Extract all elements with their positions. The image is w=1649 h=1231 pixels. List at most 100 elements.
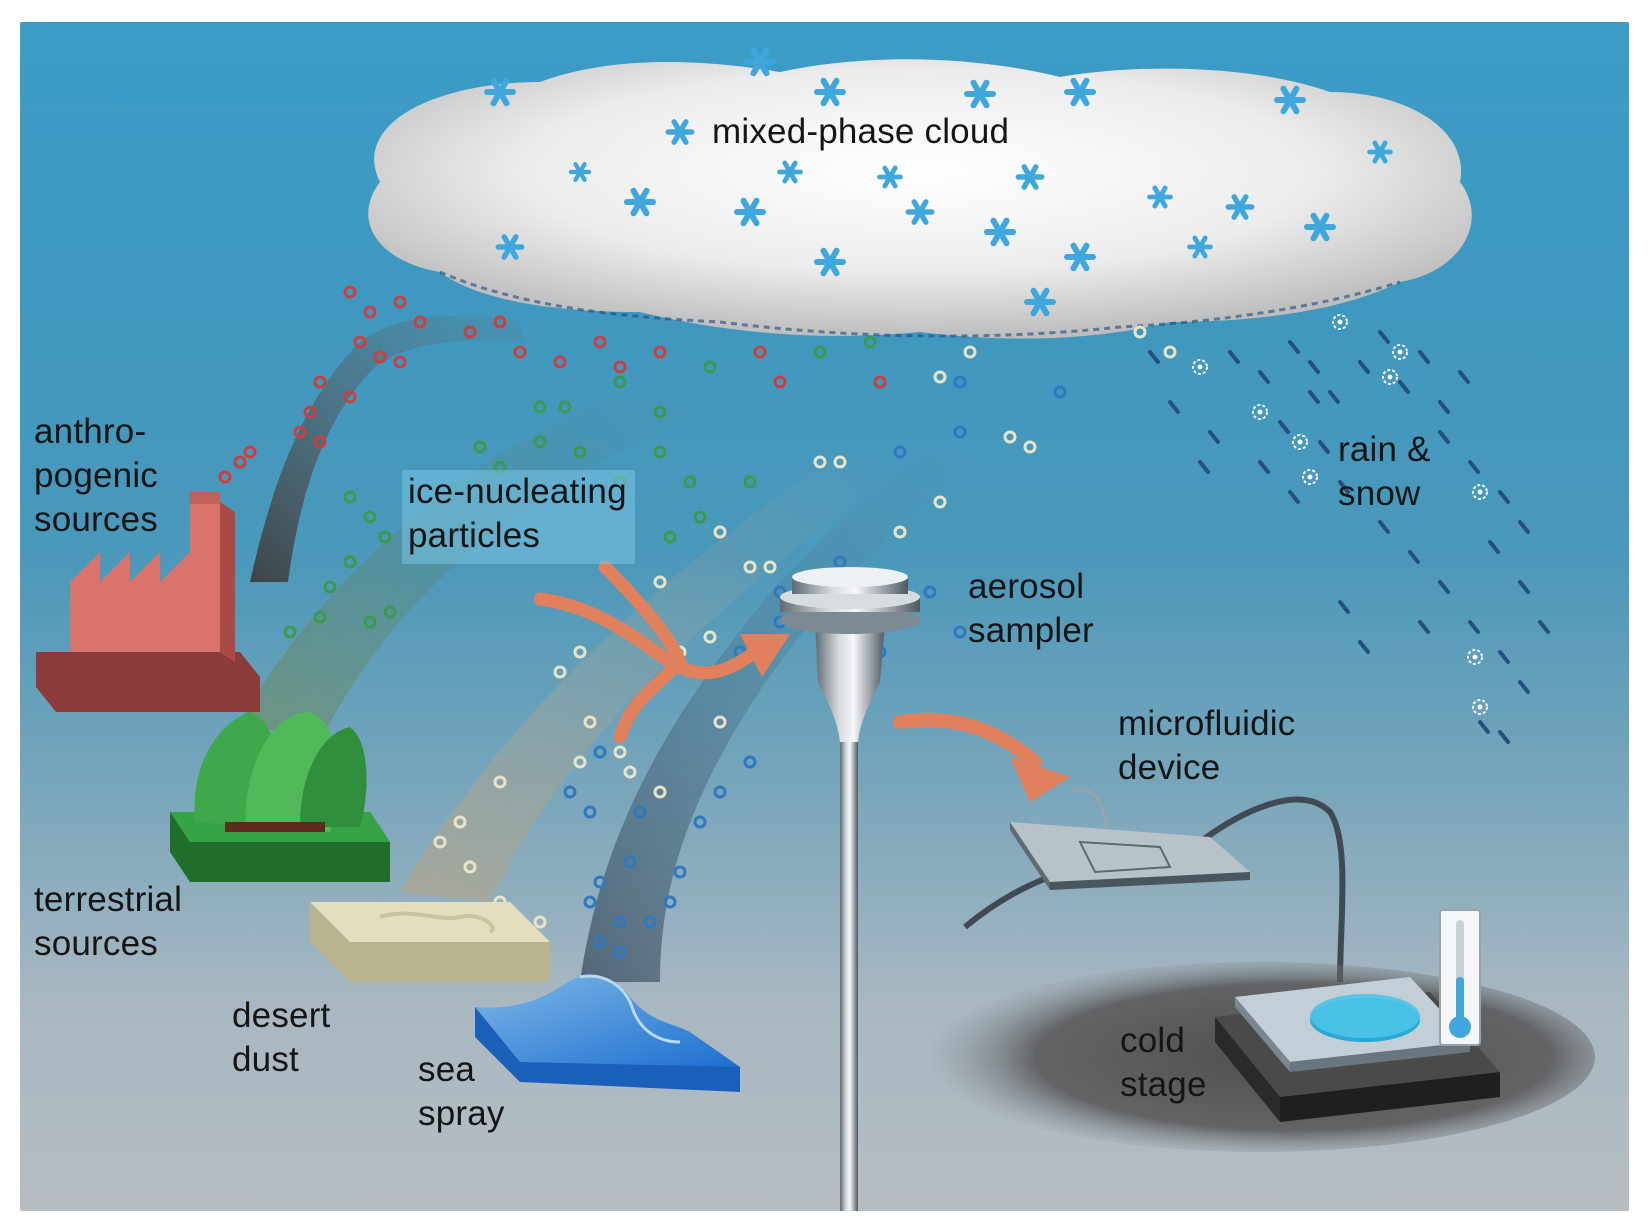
particle: [773, 375, 787, 389]
particle: [473, 440, 487, 454]
particle: [653, 785, 667, 799]
snowflake-icon: [1332, 314, 1348, 330]
particle: [613, 915, 627, 929]
particle: [743, 475, 757, 489]
particle: [363, 305, 377, 319]
raindrop-icon: [1258, 460, 1270, 474]
particle: [923, 585, 937, 599]
particle: [593, 745, 607, 759]
particle: [963, 345, 977, 359]
raindrop-icon: [1338, 600, 1350, 614]
microfluidic-label-line-1: microfluidic: [1118, 704, 1296, 743]
cold-stage-icon: [925, 962, 1595, 1152]
particle: [383, 605, 397, 619]
anthropogenic-label-line-2: pogenic: [34, 456, 159, 495]
cold-stage-label-line-1: cold: [1120, 1021, 1186, 1060]
particle: [713, 785, 727, 799]
raindrop-icon: [1228, 350, 1240, 364]
particle: [393, 355, 407, 369]
aerosol-sampler-icon: [780, 567, 920, 1211]
raindrop-icon: [1198, 460, 1210, 474]
rain-snow-label: rain & snow: [1338, 428, 1431, 516]
raindrop-icon: [1438, 580, 1450, 594]
raindrop-icon: [1378, 520, 1390, 534]
snowflake-icon: [1302, 469, 1318, 485]
particle: [558, 400, 572, 414]
particle: [623, 765, 637, 779]
particle: [378, 530, 392, 544]
snowflake-icon: [1252, 404, 1268, 420]
raindrop-icon: [1408, 550, 1420, 564]
particle: [533, 915, 547, 929]
thermometer-icon: [1439, 909, 1481, 1046]
particle: [653, 445, 667, 459]
aerosol-sampler-label-line-1: aerosol: [968, 567, 1085, 606]
particle: [533, 435, 547, 449]
particle: [493, 775, 507, 789]
raindrop-icon: [1358, 360, 1370, 374]
rain-snow-precipitation: [1148, 314, 1550, 744]
particle: [623, 855, 637, 869]
particle: [573, 445, 587, 459]
raindrop-icon: [1418, 350, 1430, 364]
snowflake-icon: [1472, 484, 1488, 500]
particle: [663, 530, 677, 544]
snowflake-icon: [1392, 344, 1408, 360]
rain-snow-label-line-1: rain &: [1338, 430, 1431, 469]
particle: [583, 715, 597, 729]
particle: [218, 470, 232, 484]
particle: [683, 475, 697, 489]
particle: [703, 630, 717, 644]
particle: [1133, 325, 1147, 339]
raindrop-icon: [1308, 360, 1320, 374]
particle: [313, 610, 327, 624]
raindrop-icon: [1258, 370, 1270, 384]
particle: [313, 375, 327, 389]
particle: [363, 510, 377, 524]
raindrop-icon: [1458, 370, 1470, 384]
terrestrial-label-line-2: sources: [34, 924, 158, 963]
ice-nucleating-label-line-1: ice-nucleating: [408, 472, 627, 511]
terrestrial-plume: [240, 382, 720, 742]
anthropogenic-sources-label: anthro- pogenic sources: [34, 410, 158, 542]
raindrop-icon: [1518, 520, 1530, 534]
particle: [873, 375, 887, 389]
particle: [453, 815, 467, 829]
particle: [313, 435, 327, 449]
particle: [573, 755, 587, 769]
raindrop-icon: [1478, 720, 1490, 734]
particle: [833, 455, 847, 469]
forest-icon: [170, 712, 390, 882]
particle: [743, 560, 757, 574]
desert-dust-label: desert dust: [232, 994, 330, 1082]
raindrop-icon: [1488, 540, 1500, 554]
snowflake-icon: [1382, 369, 1398, 385]
raindrop-icon: [1278, 420, 1290, 434]
raindrop-icon: [1148, 350, 1160, 364]
raindrop-icon: [1288, 490, 1300, 504]
particle: [373, 350, 387, 364]
raindrop-icon: [1308, 390, 1320, 404]
particle: [933, 495, 947, 509]
particle: [433, 835, 447, 849]
sea-wave-icon: [475, 974, 740, 1092]
diagram-frame: mixed-phase cloud anthro- pogenic source…: [20, 22, 1629, 1211]
particle: [953, 375, 967, 389]
particle: [893, 525, 907, 539]
anthropogenic-label-line-1: anthro-: [34, 412, 147, 451]
cloud-label-line: mixed-phase cloud: [712, 112, 1010, 151]
particle: [293, 425, 307, 439]
particle: [953, 625, 967, 639]
ice-nucleating-particles-label: ice-nucleating particles: [402, 470, 635, 564]
desert-dust-label-line-2: dust: [232, 1040, 299, 1079]
rain-snow-label-line-2: snow: [1338, 474, 1421, 513]
particle: [393, 295, 407, 309]
particle: [413, 315, 427, 329]
particle: [833, 555, 847, 569]
particle: [703, 360, 717, 374]
particle: [753, 345, 767, 359]
raindrop-icon: [1468, 460, 1480, 474]
smoke-plume: [250, 316, 525, 582]
particle: [463, 325, 477, 339]
particle: [613, 375, 627, 389]
